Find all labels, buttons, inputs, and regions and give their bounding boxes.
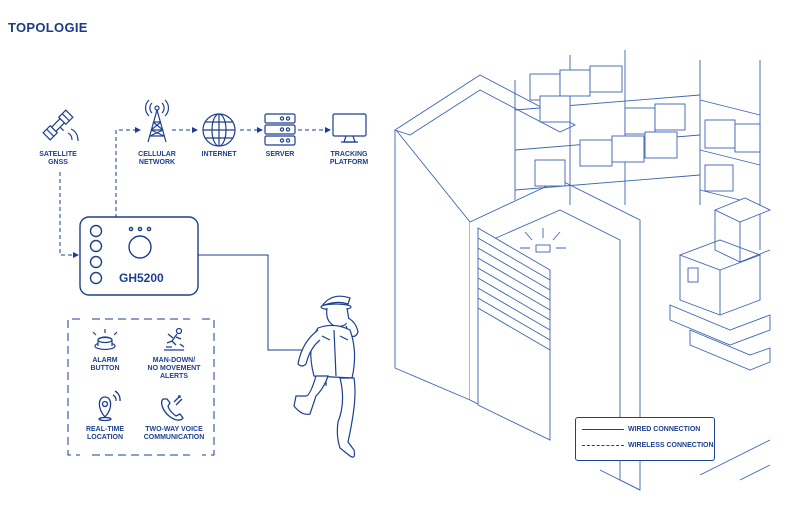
label-server: SERVER [265,151,295,158]
label-satellite: SATELLITE GNSS [39,151,77,166]
link-satellite-device [59,172,79,258]
label-alarm: ALARM BUTTON [90,357,120,372]
label-cellular: CELLULAR NETWORK [138,151,176,166]
label-internet: INTERNET [201,151,237,158]
device-name: GH5200 [119,271,164,285]
warehouse-wall [394,129,471,401]
link-device-worker [198,254,336,353]
warehouse-racks [514,50,761,250]
security-worker-illustration [293,295,359,458]
legend-wired: WIRED CONNECTION [582,426,700,433]
connections [59,127,336,353]
monitor-icon [332,113,367,143]
phone-call-icon [161,395,184,421]
gh5200-device-illustration [79,216,199,296]
pallets [669,197,772,371]
features-frame [67,318,215,456]
label-location: REAL-TIME LOCATION [85,426,125,441]
internet-globe-icon [202,113,236,147]
alarm-button-icon [92,329,118,351]
label-mandown: MAN-DOWN/ NO MOVEMENT ALERTS [147,357,201,380]
rolling-door [477,227,551,441]
legend-wireless: WIRELESS CONNECTION [582,442,714,449]
satellite-icon [42,109,79,142]
page-title: TOPOLOGIE [8,20,88,35]
cellular-tower-icon [145,99,169,143]
link-device-cellular [115,127,141,218]
label-tracking: TRACKING PLATFORM [329,151,369,166]
location-pin-icon [98,390,121,422]
legend: WIRED CONNECTION WIRELESS CONNECTION [575,417,715,461]
server-icon [264,113,296,146]
label-voice: TWO-WAY VOICE COMMUNICATION [143,426,205,441]
man-down-icon [164,327,185,351]
